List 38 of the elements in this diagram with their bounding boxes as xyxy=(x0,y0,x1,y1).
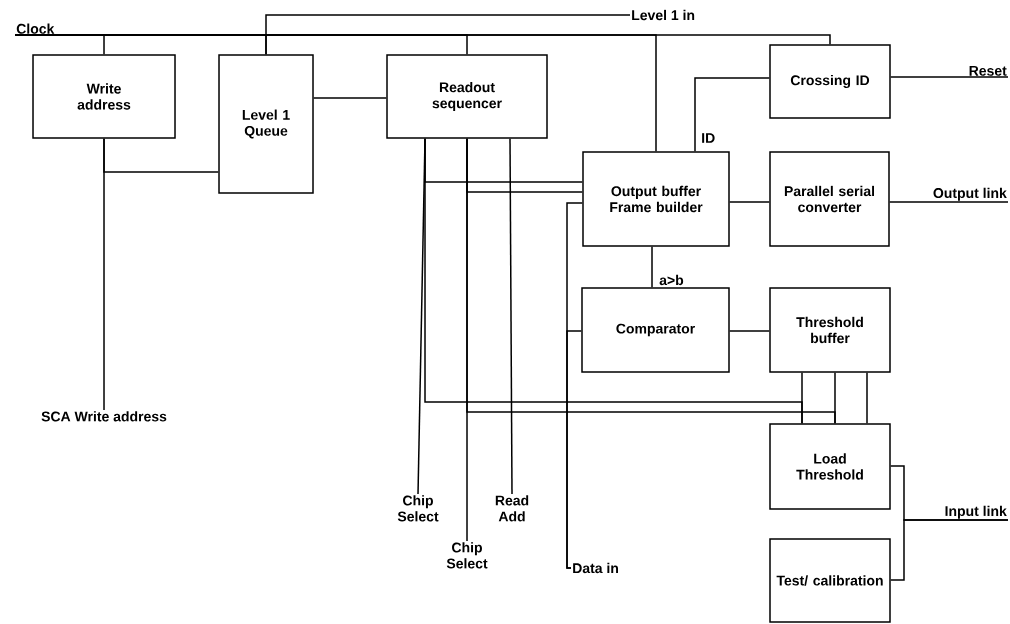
signal-name: Input link xyxy=(945,505,1007,519)
block-box: Parallel serial converter xyxy=(769,151,890,247)
edge-label: a>b xyxy=(658,273,685,287)
edge-label: ID xyxy=(700,132,717,144)
signal-name: Chip Select xyxy=(397,495,439,522)
signal-line xyxy=(729,201,770,203)
signal-name: Chip Select xyxy=(446,542,488,569)
signal-name: Read Add xyxy=(495,495,529,522)
block-box: Level 1 Queue xyxy=(218,54,314,194)
signal-line xyxy=(509,138,513,495)
signal-name: Level 1 in xyxy=(632,9,695,21)
signal-line xyxy=(866,372,868,424)
signal-name: Clock xyxy=(16,23,55,34)
signal-name: SCA Write address xyxy=(41,411,167,422)
block-box: Write address xyxy=(32,54,176,139)
signal-name: Reset xyxy=(969,66,1007,76)
signal-line xyxy=(651,246,653,288)
signal-line xyxy=(313,97,387,99)
signal-line xyxy=(834,372,836,424)
block-box: Output buffer Frame builder xyxy=(582,151,730,247)
signal-name: Data in xyxy=(573,562,618,574)
signal-name: Output link xyxy=(933,187,1007,201)
signal-line xyxy=(801,372,803,424)
block-box: Readout sequencer xyxy=(386,54,548,139)
signal-line xyxy=(566,330,582,569)
signal-line xyxy=(890,519,1009,581)
signal-line xyxy=(103,138,105,411)
block-box: Crossing ID xyxy=(769,44,891,119)
block-box: Comparator xyxy=(581,287,730,373)
block-box: Threshold buffer xyxy=(769,287,891,373)
block-box: Load Threshold xyxy=(769,423,891,510)
signal-line xyxy=(265,14,631,55)
signal-line xyxy=(729,330,770,332)
signal-line xyxy=(889,201,1009,203)
signal-line xyxy=(14,34,831,45)
block-box: Test/ calibration xyxy=(769,538,891,623)
signal-line xyxy=(890,76,1009,78)
signal-line xyxy=(694,77,770,152)
